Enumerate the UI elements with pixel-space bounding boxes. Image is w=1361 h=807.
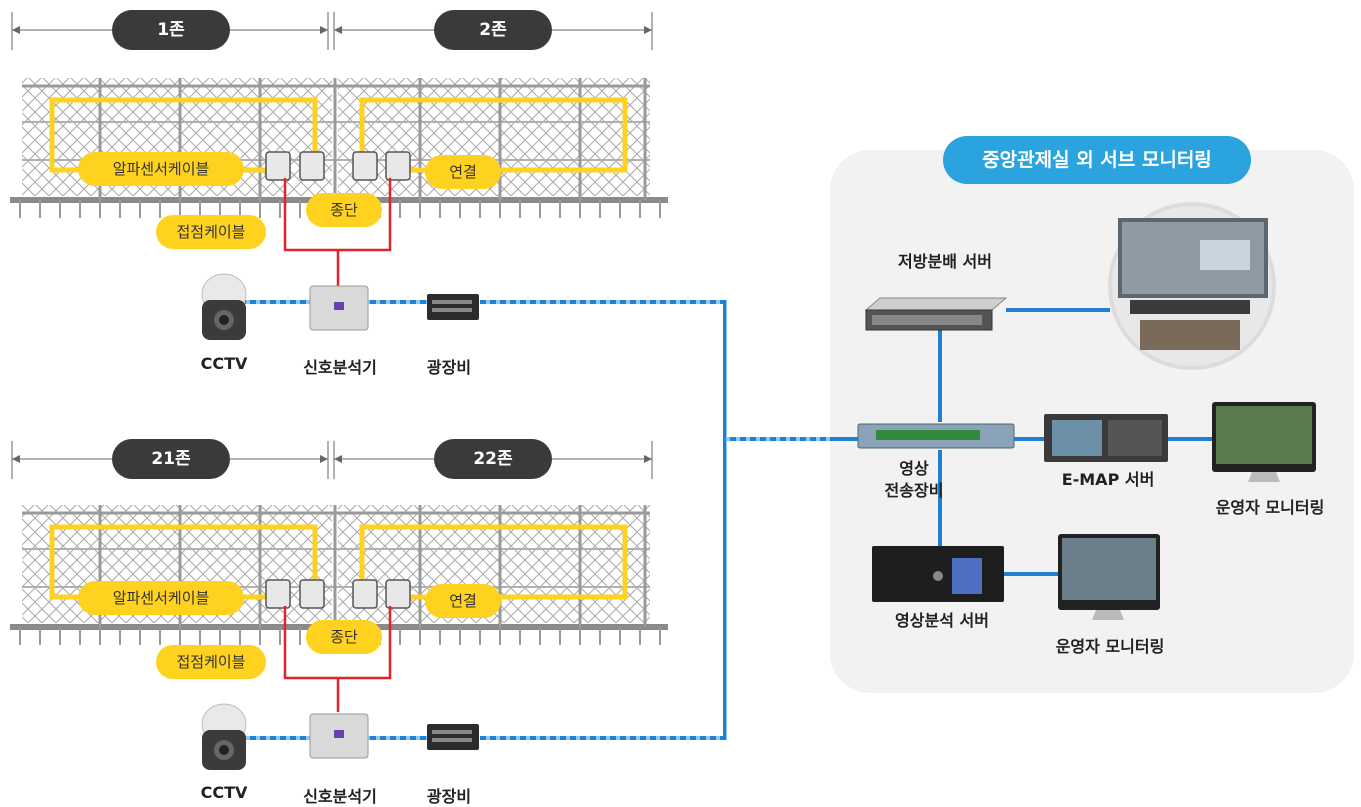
contact-cable-label: 접점케이블 [156,215,266,249]
cctv-label: CCTV [200,783,248,802]
termination-label: 종단 [306,193,382,227]
alpha-sensor-cable-label: 알파센서케이블 [78,152,244,186]
cctv-camera-icon [201,703,247,770]
optical-switch-icon [427,724,479,750]
optical-switch-label: 광장비 [426,358,472,377]
zone-21-label: 21존 [112,439,230,479]
control-room-photo [1108,202,1276,370]
video-transmission-label-line2: 전송장비 [884,481,944,500]
termination-label: 종단 [306,620,382,654]
network-lines-panel [830,308,1214,576]
signal-analyzer-label: 신호분석기 [303,787,377,806]
optical-switch-label: 광장비 [426,787,472,806]
emap-server-icon [1044,414,1168,462]
video-analysis-server-icon [872,546,1004,602]
cctv-label: CCTV [200,354,248,373]
video-transmission-label-line1: 영상 [899,459,929,478]
signal-analyzer-icon [309,285,369,331]
junction-boxes-top [265,151,411,181]
emap-server-label: E-MAP 서버 [1061,470,1155,489]
alpha-sensor-cable-label: 알파센서케이블 [78,581,244,615]
storage-server-label: 저방분배 서버 [898,252,992,271]
video-analysis-server-label: 영상분석 서버 [895,611,989,630]
contact-cable-label: 접점케이블 [156,645,266,679]
zone-22-label: 22존 [434,439,552,479]
signal-analyzer-label: 신호분석기 [303,358,377,377]
control-room-title: 중앙관제실 외 서브 모니터링 [943,136,1251,184]
connection-label: 연결 [425,584,501,618]
operator-monitor-icon [1058,534,1160,620]
storage-server-icon [864,297,1008,331]
optical-switch-icon [427,294,479,320]
connection-label: 연결 [425,155,501,189]
junction-boxes-bottom [265,579,411,609]
signal-analyzer-icon [309,713,369,759]
zone-2-label: 2존 [434,10,552,50]
operator-monitoring-label: 운영자 모니터링 [1215,498,1325,517]
video-transmission-icon [857,423,1015,449]
operator-monitor-icon [1212,402,1316,482]
contact-cable-red-bottom [283,606,392,712]
contact-cable-red-top [283,178,392,286]
cctv-camera-icon [201,273,247,340]
operator-monitoring-label: 운영자 모니터링 [1055,637,1165,656]
zone-1-label: 1존 [112,10,230,50]
